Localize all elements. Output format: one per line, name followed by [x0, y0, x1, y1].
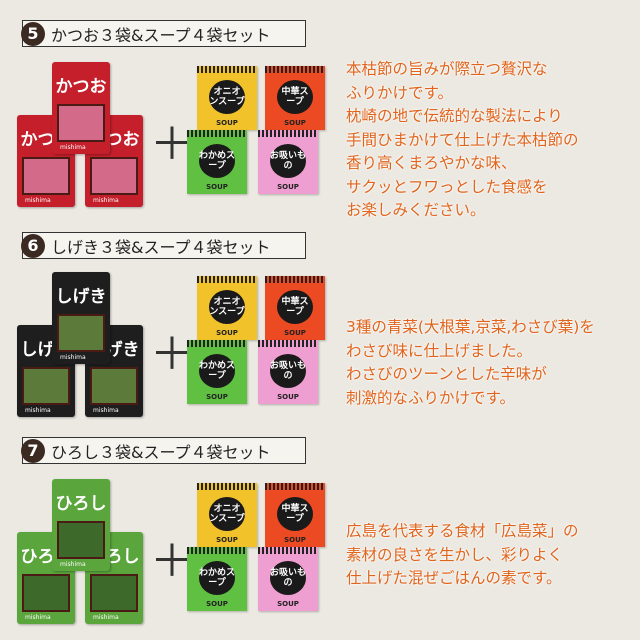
brand-logo: mishima: [93, 197, 119, 204]
description-line: 手間ひまかけて仕上げた本枯節の: [346, 130, 579, 149]
soup-packet: 中華スープ SOUP: [265, 66, 325, 130]
brand-logo: mishima: [25, 614, 51, 621]
soup-label: 中華スープ: [277, 80, 313, 114]
soup-label: わかめスープ: [199, 354, 235, 388]
soup-packet: お吸いもの SOUP: [258, 340, 318, 404]
soup-packet: オニオンスープ SOUP: [197, 483, 257, 547]
soup-packet: わかめスープ SOUP: [187, 340, 247, 404]
bag-window: [90, 157, 138, 195]
bag-window: [22, 367, 70, 405]
soup-mark: SOUP: [206, 600, 228, 608]
set-description: 3種の青菜(大根葉,京菜,わさび葉)をわさび味に仕上げました。わさびのツーンとし…: [346, 316, 595, 410]
bag-window: [57, 104, 105, 142]
description-line: お楽しみください。: [346, 201, 486, 219]
soup-label: わかめスープ: [199, 561, 235, 595]
description-line: わさびのツーンとした辛味が: [346, 365, 547, 383]
furikake-bag: かつお mishima: [52, 62, 110, 154]
soup-mark: SOUP: [206, 183, 228, 191]
description-line: 枕崎の地で伝統的な製法により: [346, 107, 563, 125]
bag-label: しげき: [55, 287, 107, 307]
brand-logo: mishima: [25, 407, 51, 414]
bag-window: [57, 521, 105, 559]
furikake-bag: しげき mishima: [52, 272, 110, 364]
set-description: 本枯節の旨みが際立つ贅沢なふりかけです。枕崎の地で伝統的な製法により手間ひまかけ…: [346, 58, 579, 223]
description-line: 本枯節の旨みが際立つ贅沢な: [346, 60, 548, 78]
brand-logo: mishima: [93, 407, 119, 414]
soup-label: お吸いもの: [270, 144, 306, 178]
soup-label: オニオンスープ: [209, 80, 245, 114]
bag-label: ひろし: [55, 494, 107, 514]
bag-window: [22, 574, 70, 612]
set-title: ひろし３袋&スープ４袋セット: [51, 442, 271, 462]
set-number-badge: 6: [21, 233, 45, 258]
soup-label: お吸いもの: [270, 561, 306, 595]
description-line: わさび味に仕上げました。: [346, 341, 533, 360]
furikake-bag: ひろし mishima: [17, 532, 75, 624]
set-number-badge: 5: [21, 21, 45, 46]
soup-mark: SOUP: [284, 536, 306, 544]
set-header: 7 ひろし３袋&スープ４袋セット: [21, 437, 306, 464]
soup-label: 中華スープ: [277, 290, 313, 324]
soup-label: 中華スープ: [277, 497, 313, 531]
set-number-badge: 7: [21, 438, 45, 463]
description-line: 広島を代表する食材「広島菜」の: [346, 522, 579, 540]
set-description: 広島を代表する食材「広島菜」の素材の良さを生かし、彩りよく仕上げた混ぜごはんの素…: [346, 520, 579, 591]
set-header: 6 しげき３袋&スープ４袋セット: [21, 232, 306, 259]
soup-mark: SOUP: [284, 119, 306, 127]
soup-packet: わかめスープ SOUP: [187, 547, 247, 611]
soup-mark: SOUP: [216, 329, 238, 337]
soup-mark: SOUP: [284, 329, 306, 337]
soup-mark: SOUP: [216, 536, 238, 544]
soup-mark: SOUP: [277, 393, 299, 401]
description-line: 香り高くまろやかな味、: [346, 154, 517, 172]
soup-packet: オニオンスープ SOUP: [197, 276, 257, 340]
description-line: サクッとフワっとした食感を: [346, 177, 548, 196]
description-line: ふりかけです。: [346, 83, 453, 102]
set-header: 5 かつお３袋&スープ４袋セット: [21, 20, 306, 47]
brand-logo: mishima: [25, 197, 51, 204]
set-title: しげき３袋&スープ４袋セット: [51, 237, 271, 257]
soup-mark: SOUP: [277, 600, 299, 608]
brand-logo: mishima: [60, 354, 86, 361]
description-line: 素材の良さを生かし、彩りよく: [346, 545, 564, 564]
bag-window: [57, 314, 105, 352]
plus-icon: ＋: [150, 536, 194, 587]
description-line: 刺激的なふりかけです。: [346, 388, 515, 407]
soup-mark: SOUP: [216, 119, 238, 127]
soup-packet: オニオンスープ SOUP: [197, 66, 257, 130]
soup-packet: お吸いもの SOUP: [258, 547, 318, 611]
soup-label: オニオンスープ: [209, 290, 245, 324]
brand-logo: mishima: [60, 144, 86, 151]
soup-label: わかめスープ: [199, 144, 235, 178]
set-title: かつお３袋&スープ４袋セット: [51, 25, 271, 45]
description-line: 仕上げた混ぜごはんの素です。: [346, 569, 562, 587]
description-line: 3種の青菜(大根葉,京菜,わさび葉)を: [346, 318, 595, 336]
bag-label: かつお: [55, 77, 107, 97]
bag-window: [22, 157, 70, 195]
plus-icon: ＋: [150, 119, 194, 170]
soup-label: お吸いもの: [270, 354, 306, 388]
plus-icon: ＋: [150, 329, 194, 380]
soup-packet: わかめスープ SOUP: [187, 130, 247, 194]
soup-packet: 中華スープ SOUP: [265, 276, 325, 340]
soup-packet: 中華スープ SOUP: [265, 483, 325, 547]
brand-logo: mishima: [60, 561, 86, 568]
soup-mark: SOUP: [206, 393, 228, 401]
soup-label: オニオンスープ: [209, 497, 245, 531]
soup-mark: SOUP: [277, 183, 299, 191]
soup-packet: お吸いもの SOUP: [258, 130, 318, 194]
brand-logo: mishima: [93, 614, 119, 621]
furikake-bag: ひろし mishima: [52, 479, 110, 571]
bag-window: [90, 574, 138, 612]
bag-window: [90, 367, 138, 405]
